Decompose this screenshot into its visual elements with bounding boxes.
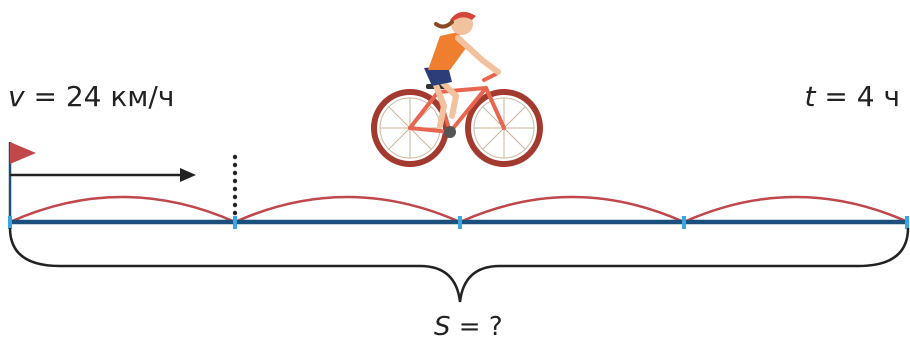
segment-arc — [684, 197, 908, 222]
cyclist-illustration — [374, 12, 540, 164]
segment-arc — [460, 197, 684, 222]
segment-arc — [235, 197, 460, 222]
segment-tick — [682, 216, 686, 229]
first-hour-marker — [233, 155, 237, 215]
speed-arrow — [10, 168, 196, 182]
segment-arc — [10, 197, 235, 222]
segment-tick — [8, 216, 12, 229]
segment-tick — [458, 216, 462, 229]
distance-brace — [10, 228, 908, 302]
segment-tick — [233, 216, 237, 229]
segment-tick — [905, 216, 909, 229]
